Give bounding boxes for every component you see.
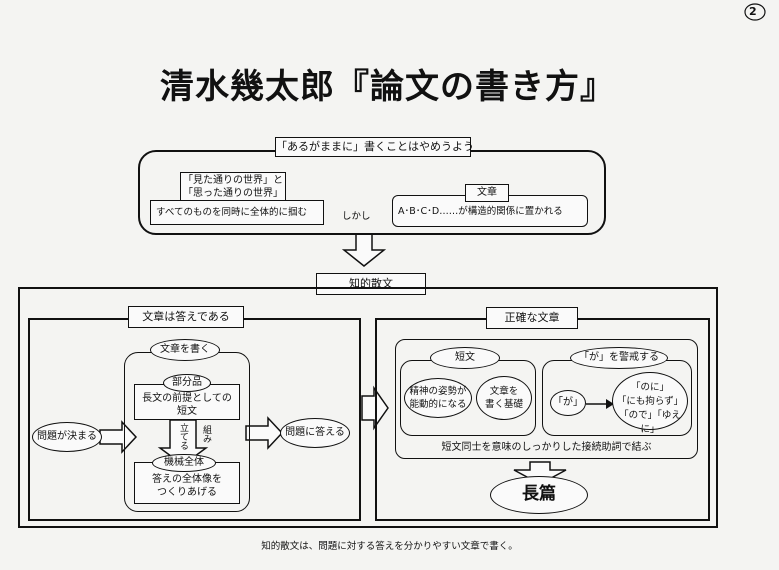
outer-frame xyxy=(18,287,718,528)
write-oval: 文章を書く xyxy=(150,339,220,361)
connector-text: しかし xyxy=(342,211,371,222)
page-number: 2 xyxy=(749,5,757,18)
alt-line2: 「にも拘らず」 xyxy=(616,396,684,407)
spirit-line1: 精神の姿勢が xyxy=(409,386,467,397)
answer-oval: 問題に答える xyxy=(280,418,350,448)
caution-oval: 「が」を警戒する xyxy=(570,347,668,369)
parts-line1: 長文の前提としての xyxy=(142,393,232,404)
alt-line1: 「のに」 xyxy=(630,382,669,393)
base-oval: 文章を 書く基礎 xyxy=(476,376,532,420)
left-panel-header: 文章は答えである xyxy=(128,306,244,328)
assemble-text2: 立てる xyxy=(178,423,188,450)
base-line1: 文章を xyxy=(489,386,519,397)
machine-line1: 答えの全体像を xyxy=(152,474,222,485)
world-box xyxy=(150,200,324,225)
spirit-oval: 精神の姿勢が 能動的になる xyxy=(404,378,472,418)
assemble-text1: 組み xyxy=(201,425,211,443)
center-label: 知的散文 xyxy=(316,273,426,295)
spirit-line2: 能動的になる xyxy=(409,399,467,410)
page-title: 清水幾太郎『論文の書き方』 xyxy=(160,67,615,107)
sentence-text: A･B･C･D……が構造的関係に置かれる xyxy=(398,206,563,217)
ga-oval: 「が」 xyxy=(550,390,586,416)
problem-oval: 問題が決まる xyxy=(32,422,102,452)
alt-line3: 「ので」「ゆえに」 xyxy=(619,410,681,435)
long-oval: 長篇 xyxy=(490,476,588,514)
connect-text: 短文同士を意味のしっかりした接続助詞で結ぶ xyxy=(441,442,652,453)
top-section-header: 「あるがままに」書くことはやめうよう xyxy=(275,137,474,157)
parts-line2: 短文 xyxy=(177,406,197,417)
world-label: 「見た通りの世界」と 「思った通りの世界」 xyxy=(180,172,286,202)
machine-oval: 機械全体 xyxy=(152,454,216,472)
ga-arrow-icon xyxy=(606,399,614,409)
sentence-label: 文章 xyxy=(465,184,509,202)
world-label-line1: 「見た通りの世界」と xyxy=(183,175,283,186)
short-frame xyxy=(395,339,698,459)
page-number-circle xyxy=(744,3,766,21)
alternatives-oval: 「のに」 「にも拘らず」 「ので」「ゆえに」 xyxy=(612,372,688,435)
short-oval: 短文 xyxy=(430,347,500,369)
base-line2: 書く基礎 xyxy=(484,399,523,410)
caption: 知的散文は、問題に対する答えを分かりやすい文章で書く。 xyxy=(261,541,518,552)
world-text: すべてのものを同時に全体的に掴む xyxy=(156,207,307,218)
world-label-line2: 「思った通りの世界」 xyxy=(183,188,283,199)
parts-oval: 部分品 xyxy=(163,374,211,392)
right-panel-header: 正確な文章 xyxy=(486,307,578,329)
problem-arrow-icon xyxy=(99,420,138,454)
machine-line2: つくりあげる xyxy=(157,487,217,498)
